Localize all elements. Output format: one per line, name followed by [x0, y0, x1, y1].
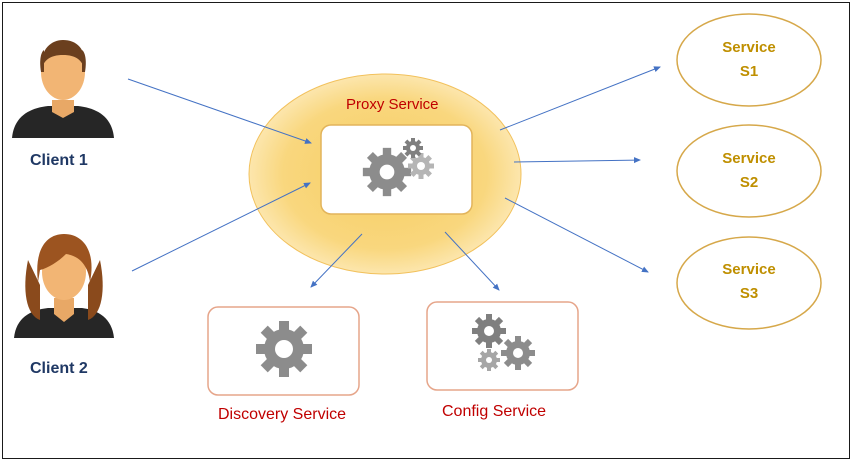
service-s1-ellipse[interactable] [676, 13, 822, 107]
config-box[interactable] [426, 301, 579, 391]
arrow-proxy-to-s2 [513, 157, 641, 164]
arrow-proxy-to-config [444, 231, 500, 291]
client-1-avatar-icon [12, 40, 114, 138]
discovery-service-label: Discovery Service [218, 406, 347, 423]
service-s1-name: Service [722, 39, 776, 56]
gear-icon [256, 321, 312, 377]
service-s2-id: S2 [739, 174, 759, 191]
service-s3-name: Service [722, 261, 776, 278]
arrow-client2-to-proxy [131, 182, 311, 272]
service-s1-label: Service S1 [700, 36, 798, 84]
service-s3-ellipse[interactable] [676, 236, 822, 330]
client-2-avatar-icon [14, 234, 114, 338]
service-s3-id: S3 [739, 285, 759, 302]
service-s2-name: Service [722, 150, 776, 167]
service-s2-ellipse[interactable] [676, 124, 822, 218]
client-1-label: Client 1 [30, 152, 88, 169]
arrow-client1-to-proxy [127, 78, 312, 144]
service-s1-id: S1 [739, 63, 759, 80]
client-2-label: Client 2 [30, 360, 88, 377]
proxy-service-label: Proxy Service [346, 96, 439, 113]
config-service-label: Config Service [442, 403, 547, 420]
gears-icon [472, 314, 535, 371]
service-s2-label: Service S2 [700, 147, 798, 195]
arrow-proxy-to-discovery [310, 233, 363, 288]
arrow-proxy-to-s3 [504, 197, 649, 273]
service-s3-label: Service S3 [700, 258, 798, 306]
arrow-proxy-to-s1 [499, 66, 661, 131]
